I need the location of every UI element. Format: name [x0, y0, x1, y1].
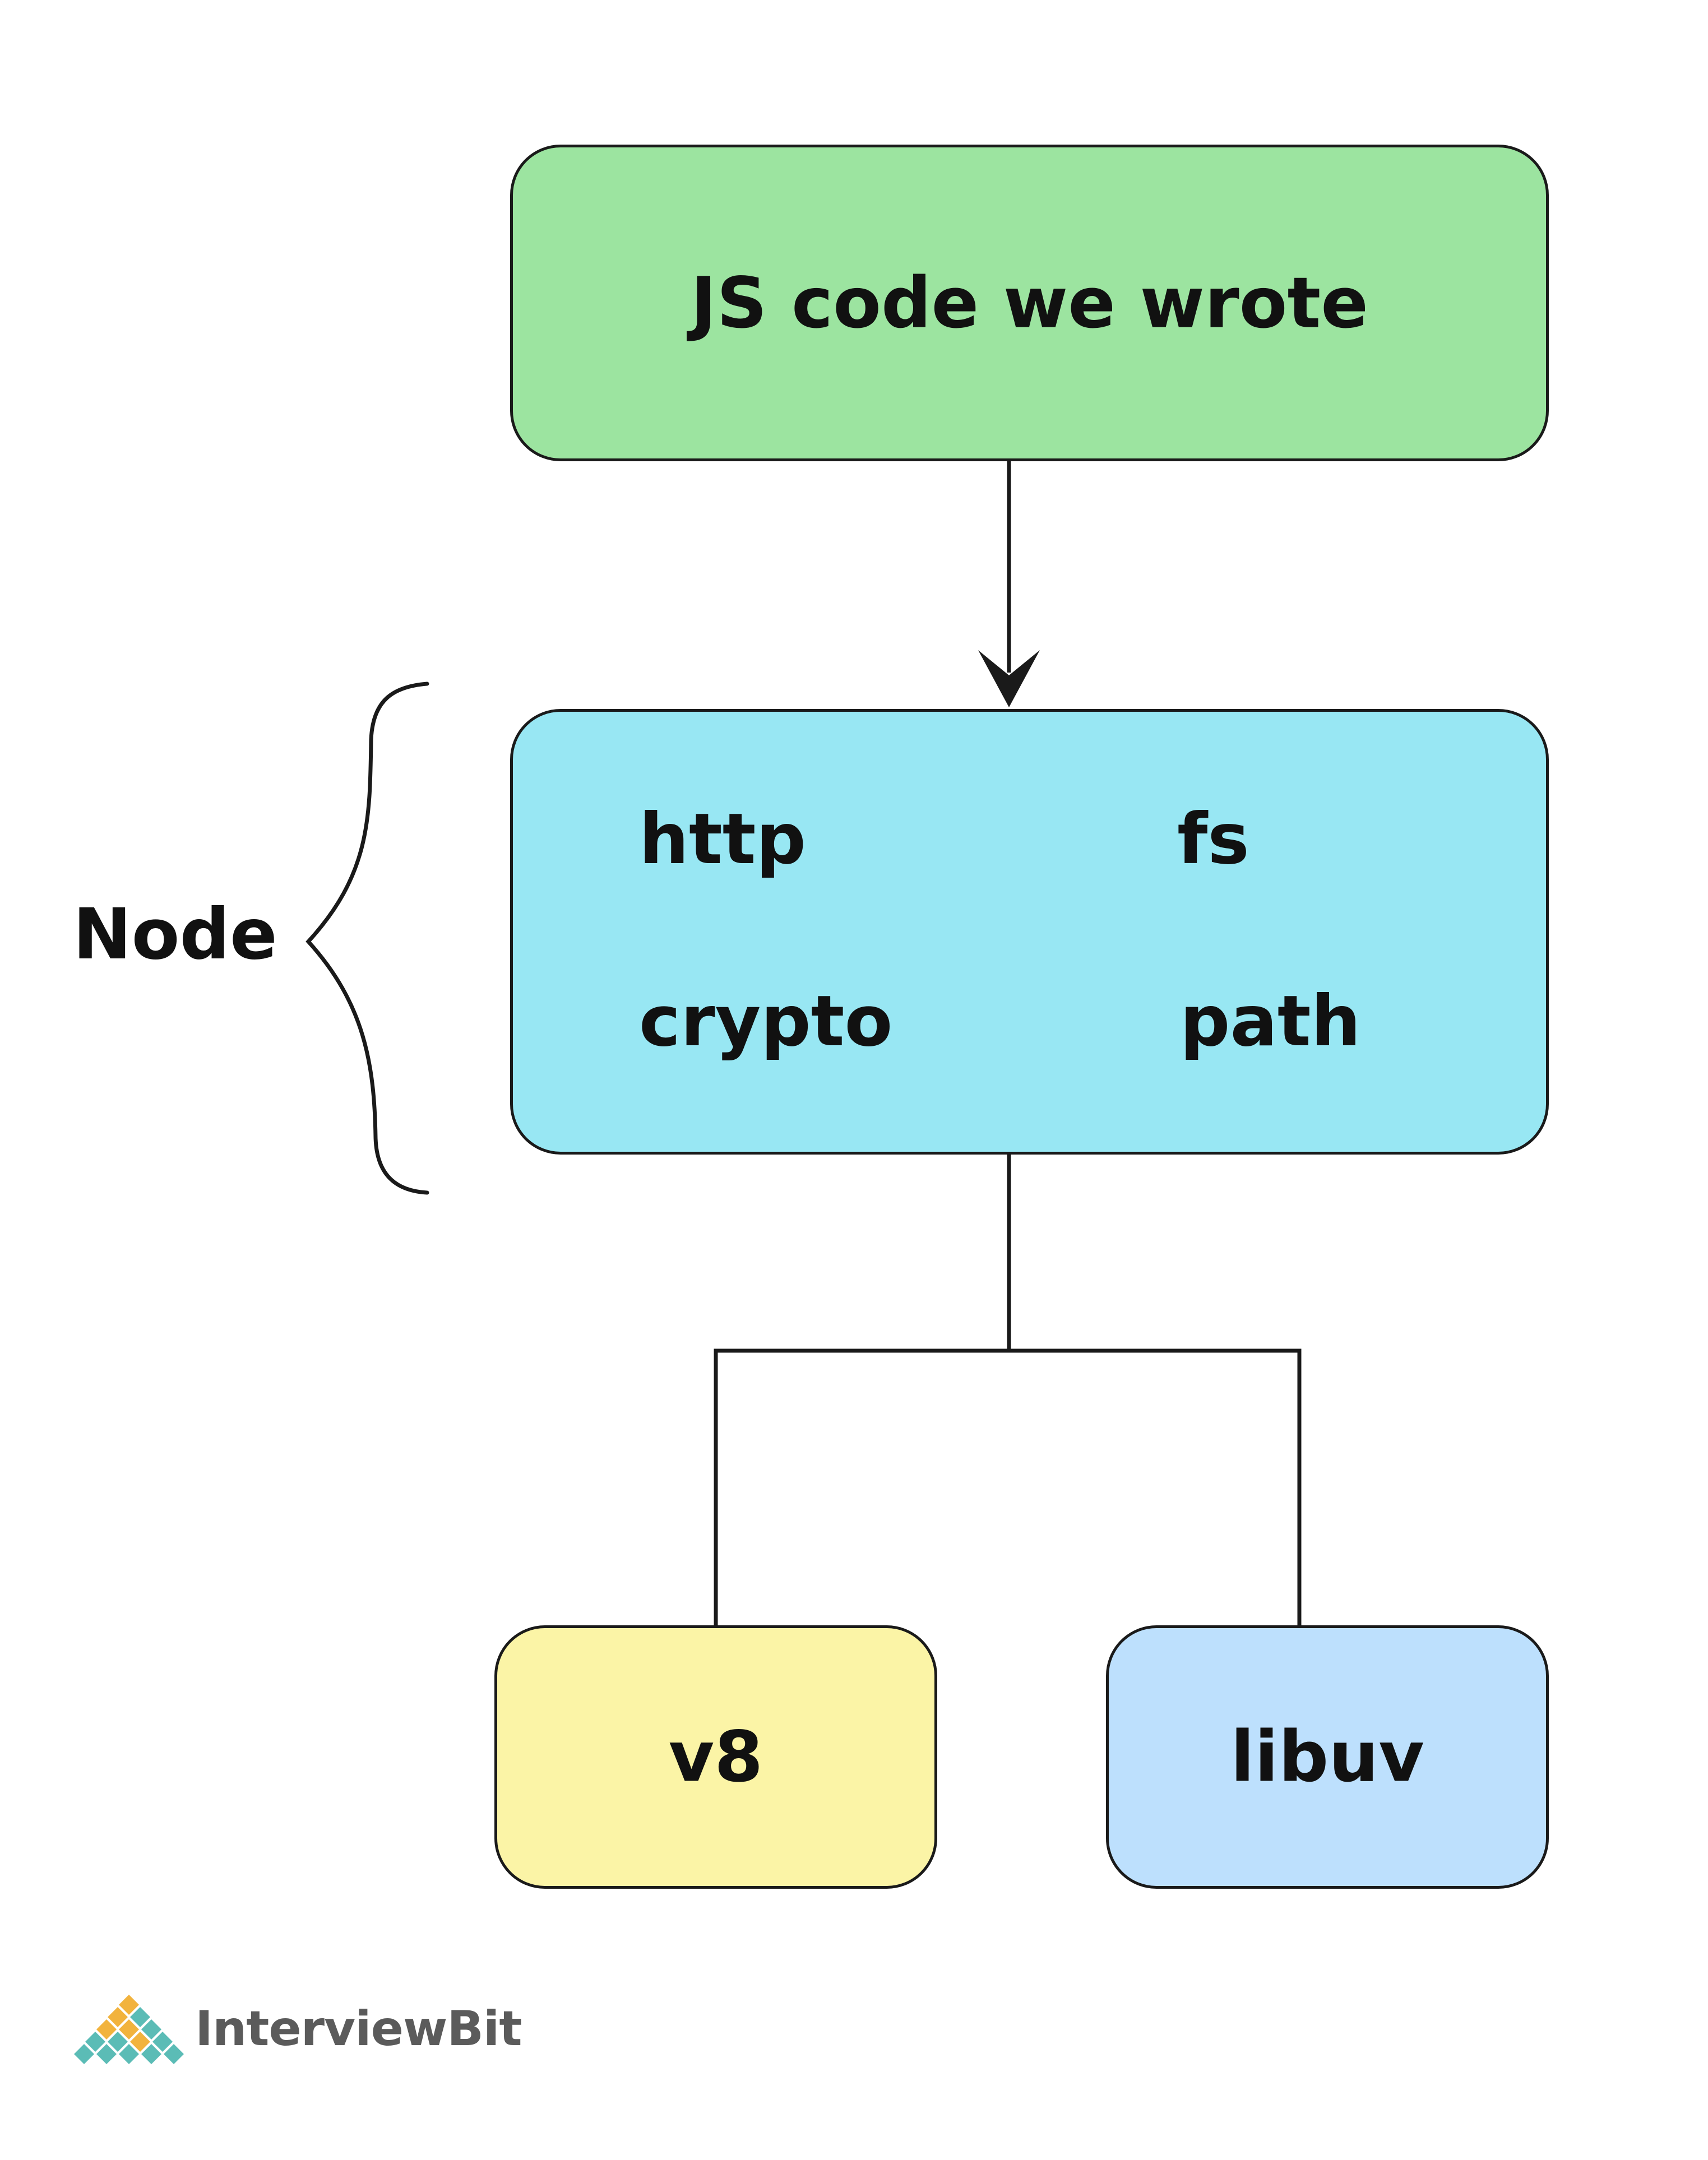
js-code-label: JS code we wrote — [690, 262, 1369, 344]
connector-to-v8 — [714, 1348, 1009, 1625]
module-http: http — [639, 799, 806, 880]
connector-to-libuv — [1009, 1348, 1302, 1625]
libuv-box: libuv — [1106, 1625, 1549, 1889]
js-code-box: JS code we wrote — [510, 145, 1549, 461]
module-fs: fs — [1177, 799, 1249, 880]
arrowhead — [978, 650, 1040, 707]
interviewbit-logo-text: InterviewBit — [195, 2001, 522, 2057]
module-crypto: crypto — [639, 981, 893, 1062]
node-brace-label: Node — [73, 894, 277, 975]
node-modules-box: http fs crypto path — [510, 709, 1549, 1155]
curly-brace — [306, 682, 429, 1195]
module-path: path — [1180, 981, 1361, 1062]
interviewbit-branding: InterviewBit — [73, 1992, 522, 2065]
v8-label: v8 — [668, 1716, 763, 1798]
v8-box: v8 — [494, 1625, 937, 1889]
libuv-label: libuv — [1230, 1716, 1424, 1798]
interviewbit-logo-icon — [74, 1995, 184, 2064]
